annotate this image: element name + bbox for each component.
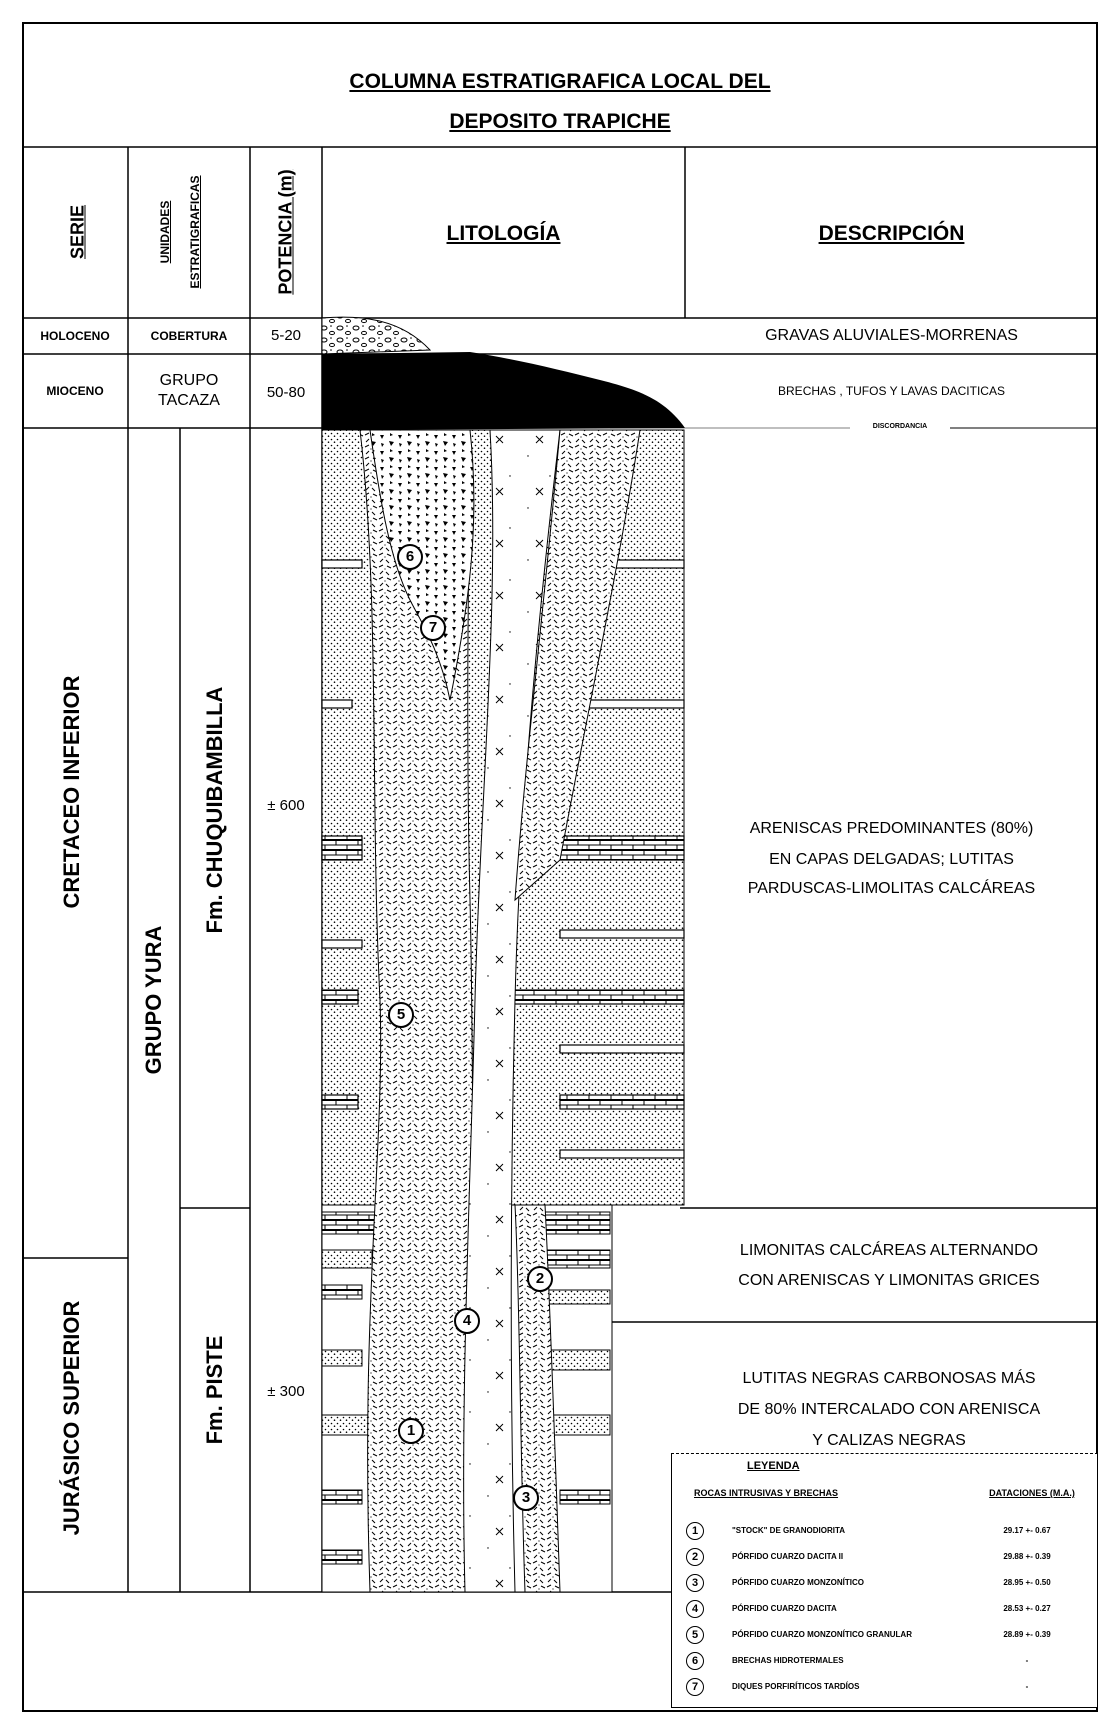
- header-descripcion: DESCRIPCIÓN: [685, 222, 1098, 246]
- legend-number: 5: [686, 1626, 704, 1644]
- header-potencia: POTENCIA (m): [276, 169, 297, 294]
- legend-item-date: 28.89 +- 0.39: [972, 1630, 1082, 1639]
- legend-item-date: 29.17 +- 0.67: [972, 1526, 1082, 1535]
- marker-5: 5: [388, 1002, 414, 1028]
- legend-item: 1 "STOCK" DE GRANODIORITA 29.17 +- 0.67: [672, 1520, 1099, 1546]
- title-line-1: COLUMNA ESTRATIGRAFICA LOCAL DEL: [22, 70, 1098, 94]
- marker-7: 7: [420, 615, 446, 641]
- legend-item-date: -: [972, 1656, 1082, 1665]
- legend-item-name: PÓRFIDO CUARZO MONZONÍTICO: [732, 1578, 864, 1587]
- unidad-tacaza: TACAZA: [128, 392, 250, 410]
- fm-piste: Fm. PISTE: [202, 1336, 228, 1445]
- legend-item: 7 DIQUES PORFIRÍTICOS TARDÍOS -: [672, 1676, 1099, 1702]
- grupo-yura: GRUPO YURA: [141, 926, 167, 1075]
- legend-item: 5 PÓRFIDO CUARZO MONZONÍTICO GRANULAR 28…: [672, 1624, 1099, 1650]
- legend-item: 6 BRECHAS HIDROTERMALES -: [672, 1650, 1099, 1676]
- desc-holoceno: GRAVAS ALUVIALES-MORRENAS: [685, 327, 1098, 345]
- legend-title: LEYENDA: [747, 1460, 800, 1472]
- legend-item-name: PÓRFIDO CUARZO DACITA: [732, 1604, 837, 1613]
- desc-piste-upper-1: LIMONITAS CALCÁREAS ALTERNANDO: [680, 1242, 1098, 1260]
- desc-piste-upper-2: CON ARENISCAS Y LIMONITAS GRICES: [680, 1272, 1098, 1290]
- title-line-2: DEPOSITO TRAPICHE: [22, 110, 1098, 134]
- desc-piste-lower-1: LUTITAS NEGRAS CARBONOSAS MÁS: [680, 1370, 1098, 1388]
- unidad-grupo: GRUPO: [128, 372, 250, 390]
- marker-3: 3: [513, 1485, 539, 1511]
- legend-item-name: DIQUES PORFIRÍTICOS TARDÍOS: [732, 1682, 859, 1691]
- legend-item-name: PÓRFIDO CUARZO DACITA II: [732, 1552, 843, 1561]
- legend-box: LEYENDA ROCAS INTRUSIVAS Y BRECHAS DATAC…: [671, 1453, 1098, 1708]
- legend-item: 3 PÓRFIDO CUARZO MONZONÍTICO 28.95 +- 0.…: [672, 1572, 1099, 1598]
- desc-mioceno: BRECHAS , TUFOS Y LAVAS DACITICAS: [685, 384, 1098, 398]
- legend-number: 3: [686, 1574, 704, 1592]
- header-litologia: LITOLOGÍA: [322, 222, 685, 246]
- discordancia-label: DISCORDANCIA: [850, 423, 950, 430]
- legend-item: 2 PÓRFIDO CUARZO DACITA II 29.88 +- 0.39: [672, 1546, 1099, 1572]
- fm-chuquibambilla: Fm. CHUQUIBAMBILLA: [202, 687, 228, 934]
- serie-jurasico: JURÁSICO SUPERIOR: [59, 1301, 85, 1536]
- legend-item-name: "STOCK" DE GRANODIORITA: [732, 1526, 845, 1535]
- legend-number: 2: [686, 1548, 704, 1566]
- serie-cretaceo: CRETACEO INFERIOR: [59, 675, 85, 908]
- potencia-300: ± 300: [250, 1383, 322, 1400]
- legend-number: 7: [686, 1678, 704, 1696]
- legend-number: 1: [686, 1522, 704, 1540]
- header-unidades-1: UNIDADES: [158, 201, 172, 264]
- legend-number: 4: [686, 1600, 704, 1618]
- legend-item: 4 PÓRFIDO CUARZO DACITA 28.53 +- 0.27: [672, 1598, 1099, 1624]
- header-unidades-2: ESTRATIGRAFICAS: [188, 175, 202, 288]
- legend-col-right: DATACIONES (M.A.): [972, 1488, 1092, 1498]
- desc-chuqui-1: ARENISCAS PREDOMINANTES (80%): [685, 820, 1098, 838]
- potencia-holoceno: 5-20: [250, 327, 322, 344]
- potencia-mioceno: 50-80: [250, 384, 322, 401]
- unidad-cobertura: COBERTURA: [128, 329, 250, 343]
- legend-item-date: 28.95 +- 0.50: [972, 1578, 1082, 1587]
- marker-1: 1: [398, 1418, 424, 1444]
- desc-chuqui-2: EN CAPAS DELGADAS; LUTITAS: [685, 851, 1098, 869]
- legend-col-left: ROCAS INTRUSIVAS Y BRECHAS: [694, 1488, 838, 1498]
- marker-6: 6: [397, 544, 423, 570]
- desc-piste-lower-2: DE 80% INTERCALADO CON ARENISCA: [680, 1401, 1098, 1419]
- legend-item-date: -: [972, 1682, 1082, 1691]
- desc-piste-lower-3: Y CALIZAS NEGRAS: [680, 1432, 1098, 1450]
- serie-holoceno: HOLOCENO: [22, 329, 128, 343]
- legend-item-date: 29.88 +- 0.39: [972, 1552, 1082, 1561]
- legend-number: 6: [686, 1652, 704, 1670]
- potencia-600: ± 600: [250, 797, 322, 814]
- serie-mioceno: MIOCENO: [22, 384, 128, 398]
- legend-item-name: BRECHAS HIDROTERMALES: [732, 1656, 844, 1665]
- header-serie: SERIE: [68, 205, 89, 259]
- legend-item-date: 28.53 +- 0.27: [972, 1604, 1082, 1613]
- marker-2: 2: [527, 1266, 553, 1292]
- legend-item-name: PÓRFIDO CUARZO MONZONÍTICO GRANULAR: [732, 1630, 912, 1639]
- desc-chuqui-3: PARDUSCAS-LIMOLITAS CALCÁREAS: [685, 880, 1098, 898]
- marker-4: 4: [454, 1308, 480, 1334]
